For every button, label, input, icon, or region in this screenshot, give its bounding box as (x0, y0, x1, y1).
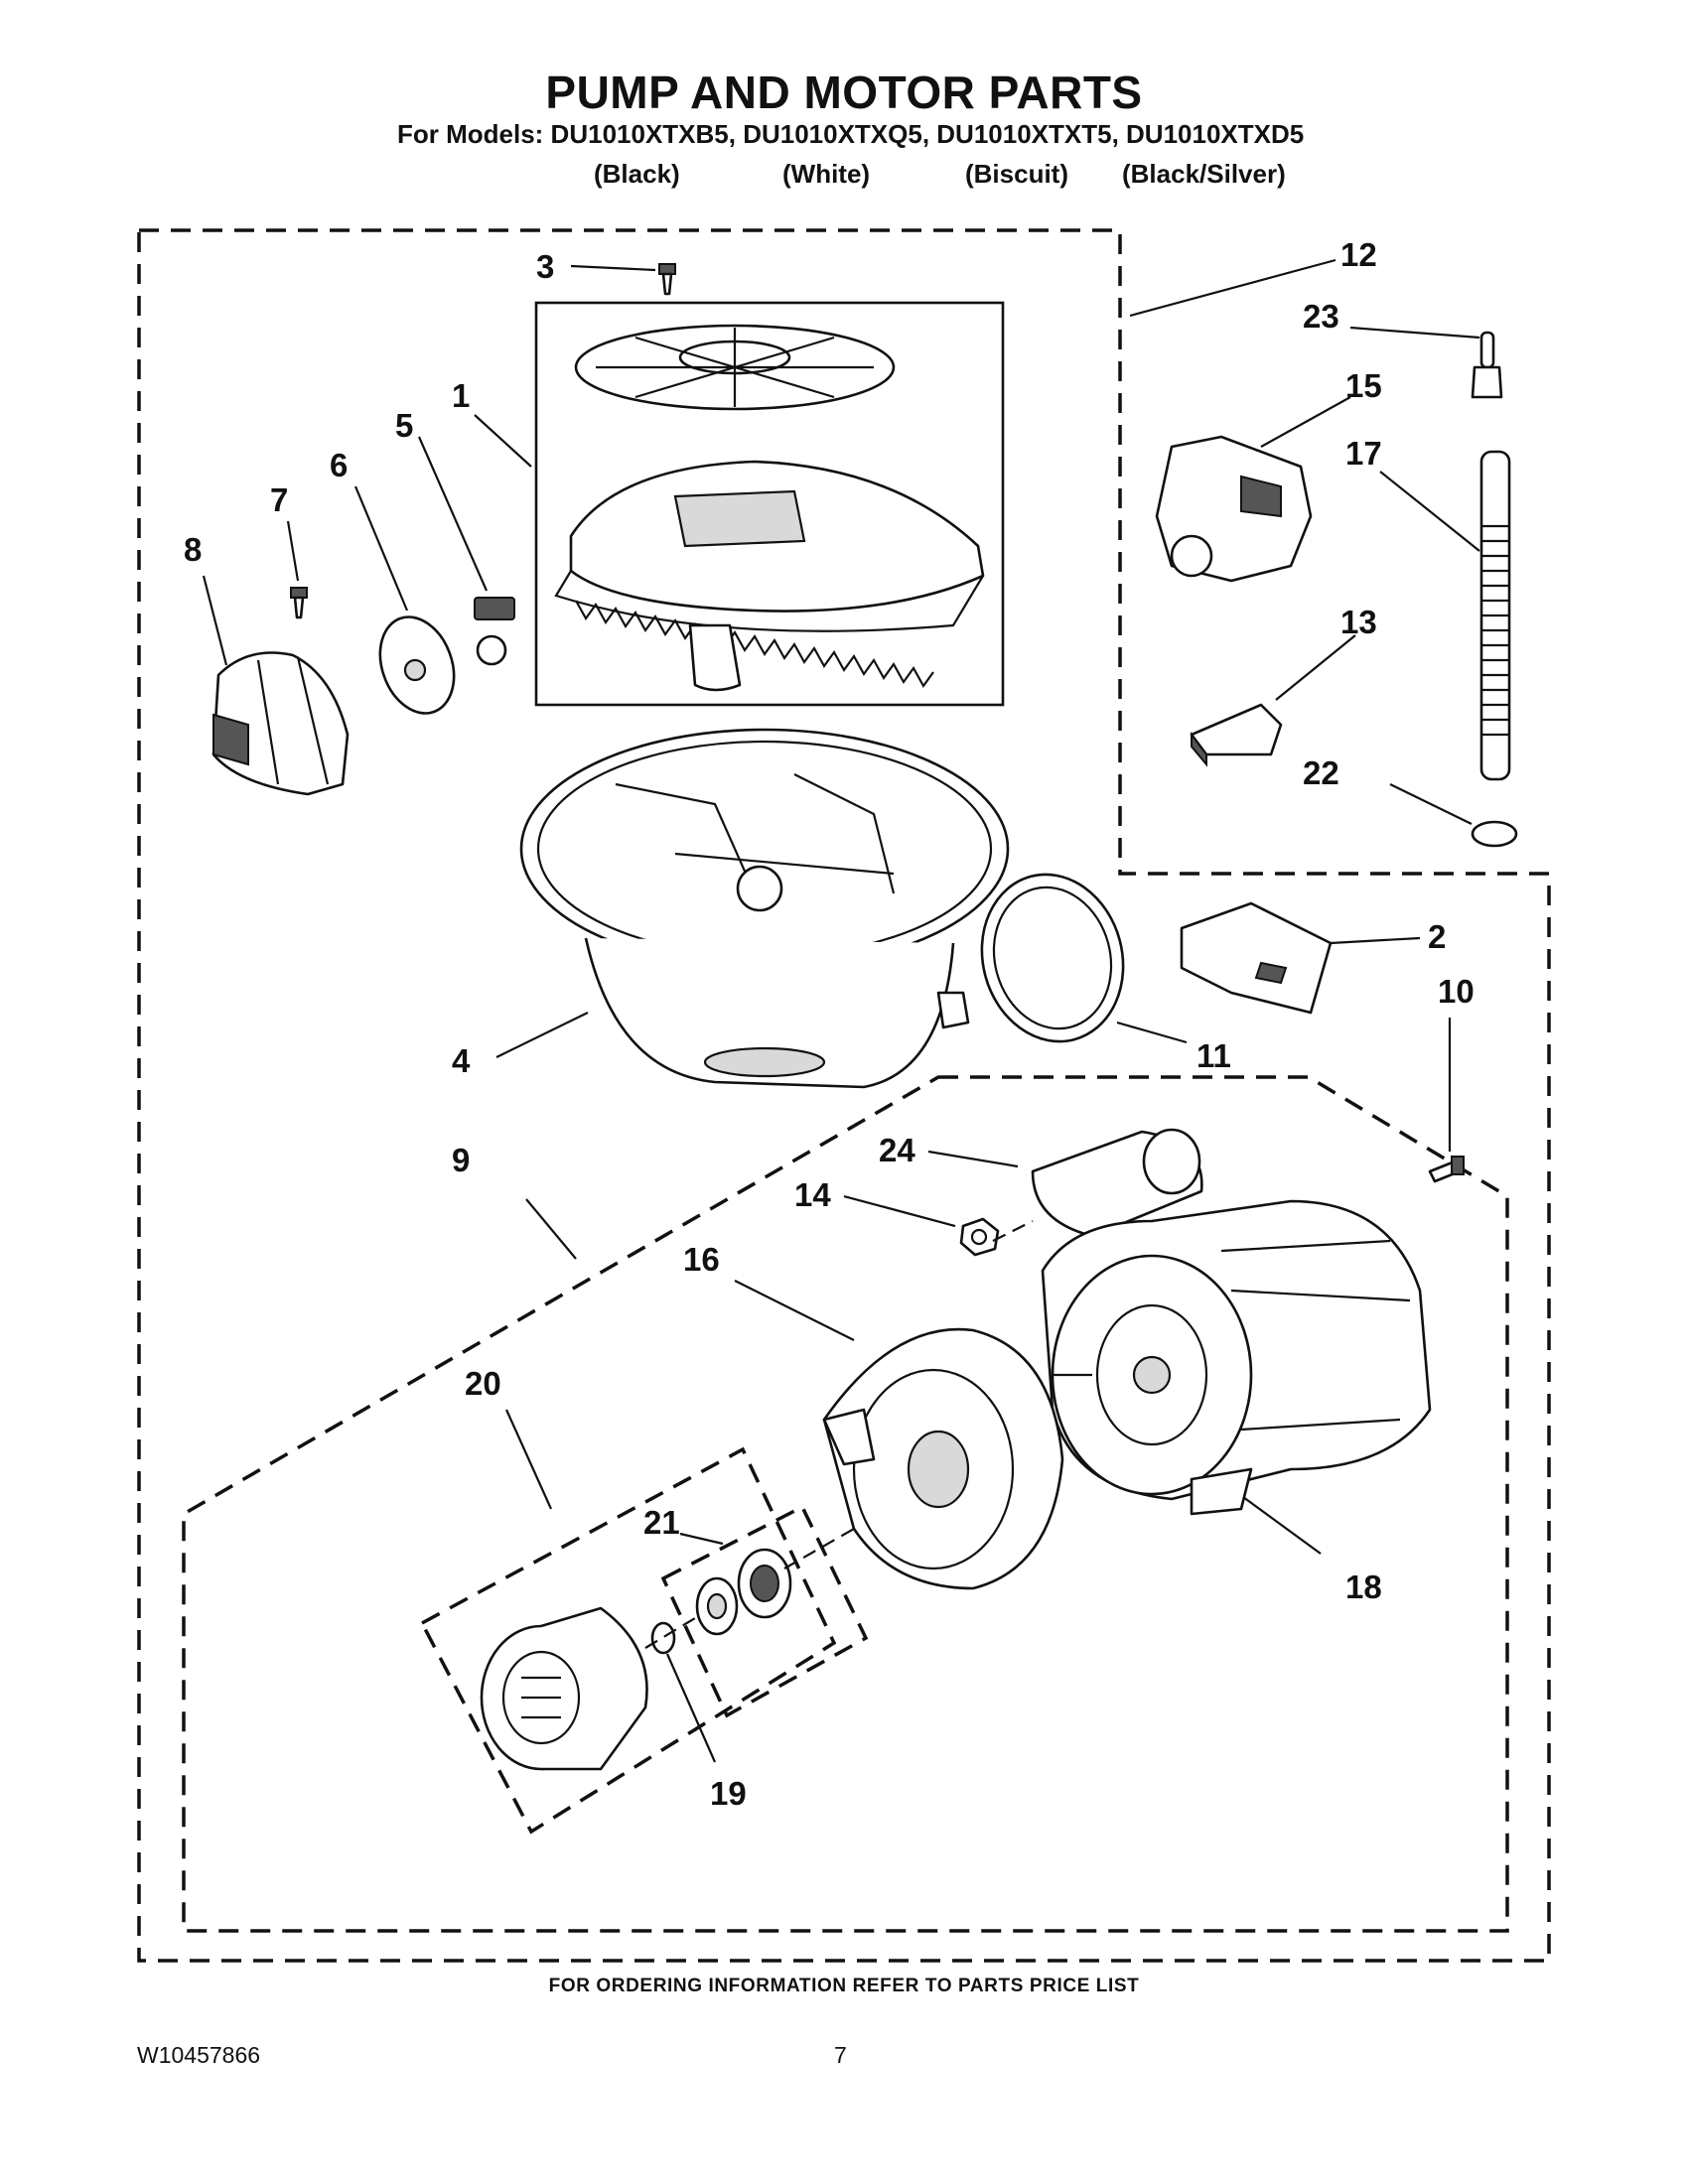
callout-1: 1 (452, 377, 470, 414)
callout-8: 8 (184, 531, 202, 568)
part-10-screw (1428, 1156, 1465, 1183)
part-16-pump-housing (822, 1327, 1064, 1590)
callout-7: 7 (270, 481, 288, 518)
callout-5: 5 (395, 407, 413, 444)
part-14-nut (959, 1217, 1000, 1257)
callout-20: 20 (465, 1365, 501, 1402)
outer-assembly-boundary (137, 228, 1551, 1963)
callout-2: 2 (1428, 918, 1446, 955)
document-number: W10457866 (137, 2042, 261, 2068)
part-1-frame (534, 301, 1005, 707)
part-15-drain-pump (1155, 435, 1313, 583)
color-label-white: (White) (782, 159, 871, 189)
color-label-black: (Black) (594, 159, 680, 189)
part-23-sensor (1471, 331, 1503, 399)
seal-boundary (660, 1504, 869, 1718)
callout-18: 18 (1345, 1569, 1382, 1605)
callout-14: 14 (794, 1176, 831, 1213)
callout-19: 19 (710, 1775, 747, 1812)
part-24-capacitor (1031, 1128, 1203, 1238)
callout-17: 17 (1345, 435, 1382, 472)
callout-13: 13 (1340, 604, 1377, 640)
callout-15: 15 (1345, 367, 1382, 404)
part-7-screw (290, 587, 308, 619)
part-3-screw (658, 263, 676, 296)
callout-9: 9 (452, 1142, 470, 1178)
callout-23: 23 (1303, 298, 1339, 335)
part-21-seal (695, 1548, 792, 1636)
callout-10: 10 (1438, 973, 1475, 1010)
part-20-chopper-assembly (480, 1606, 648, 1771)
seal-kit-boundary (419, 1446, 837, 1835)
callout-6: 6 (330, 447, 348, 483)
ordering-note: FOR ORDERING INFORMATION REFER TO PARTS … (548, 1976, 1140, 1996)
part-1-manifold-cover (554, 324, 985, 692)
part-8-housing (211, 651, 350, 796)
callout-21: 21 (643, 1504, 680, 1541)
page-number: 7 (834, 2042, 847, 2068)
motor-assembly-boundary (182, 1075, 1509, 1933)
callout-11: 11 (1196, 1037, 1231, 1074)
part-11-gasket (980, 873, 1125, 1043)
color-label-black-silver: (Black/Silver) (1122, 159, 1286, 189)
callout-24: 24 (879, 1132, 915, 1168)
part-13-bracket (1190, 703, 1283, 767)
callout-numbers: 3 1 5 6 7 8 12 23 15 17 13 22 2 10 11 4 … (184, 236, 1475, 1812)
part-22-clamp (1471, 820, 1518, 848)
callout-16: 16 (683, 1241, 720, 1278)
part-17-hose (1479, 450, 1511, 781)
part-6-disc (378, 615, 456, 715)
callout-leaders (202, 258, 1480, 1763)
part-18-motor (1041, 1199, 1432, 1516)
part-2-cover (1180, 901, 1333, 1015)
color-label-biscuit: (Biscuit) (965, 159, 1068, 189)
part-5-clip (474, 597, 515, 666)
models-line: For Models: DU1010XTXB5, DU1010XTXQ5, DU… (397, 119, 1305, 149)
part-4-sump (519, 728, 1010, 1089)
callout-12: 12 (1340, 236, 1377, 273)
shaft-alignment-line (644, 1220, 1034, 1649)
part-19-o-ring (650, 1621, 676, 1655)
callout-22: 22 (1303, 754, 1339, 791)
callout-3: 3 (536, 248, 554, 285)
callout-4: 4 (452, 1042, 471, 1079)
page-title: PUMP AND MOTOR PARTS (545, 67, 1143, 118)
